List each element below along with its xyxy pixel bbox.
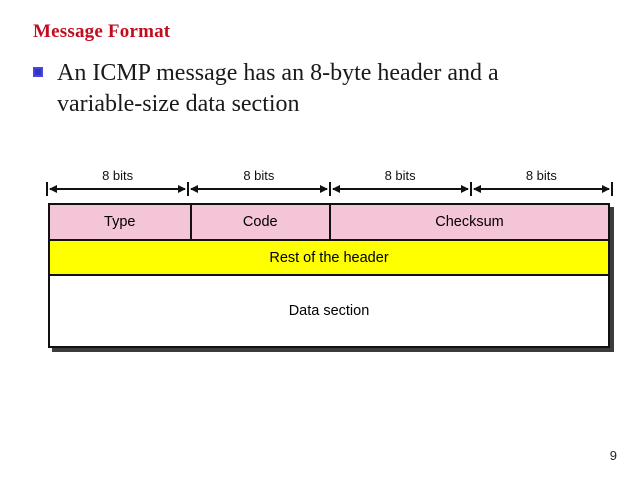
arrow-line [50,188,186,190]
arrowhead-left-icon [331,185,340,193]
data-section-row: Data section [50,274,608,346]
boundary-tick [187,182,190,196]
bullet-text-line2: variable-size data section [57,91,300,117]
icmp-message-format-table: Type Code Checksum Rest of the header Da… [48,203,610,348]
bit-segment-label: 8 bits [384,168,416,183]
bit-segment-4: 8 bits [471,168,612,196]
bit-segment-label: 8 bits [525,168,557,183]
slide-title: Message Format [33,21,171,42]
bit-segment-1: 8 bits [47,168,188,196]
arrowhead-right-icon [460,185,469,193]
arrow-line [473,188,609,190]
field-cell-type: Type [104,214,136,230]
field-cell-checksum: Checksum [329,205,608,239]
arrowhead-right-icon [178,185,187,193]
arrow-line [191,188,327,190]
arrowhead-left-icon [472,185,481,193]
bit-segment-2: 8 bits [188,168,329,196]
boundary-tick [611,182,613,196]
arrowhead-right-icon [319,185,328,193]
bit-segment-3: 8 bits [330,168,471,196]
bullet-item: An ICMP message has an 8-byte header and… [33,58,608,120]
boundary-tick [328,182,331,196]
page-number: 9 [609,448,617,463]
arrow-line [332,188,468,190]
field-cell-code: Code [189,205,330,239]
boundary-tick [46,182,48,196]
bit-width-arrows: 8 bits 8 bits 8 bits 8 bits [46,168,613,196]
boundary-tick [469,182,472,196]
arrowhead-left-icon [190,185,199,193]
bullet-text: An ICMP message has an 8-byte header and… [57,58,608,120]
arrowhead-left-icon [49,185,57,193]
bit-segment-label: 8 bits [243,168,275,183]
bullet-text-line1: An ICMP message has an 8-byte header and… [57,60,499,86]
rest-of-header-row: Rest of the header [50,239,608,274]
bit-segment-label: 8 bits [102,168,134,183]
arrowhead-right-icon [602,185,610,193]
header-fields-row: Type Code Checksum [50,205,608,239]
bullet-square-icon [33,67,43,77]
